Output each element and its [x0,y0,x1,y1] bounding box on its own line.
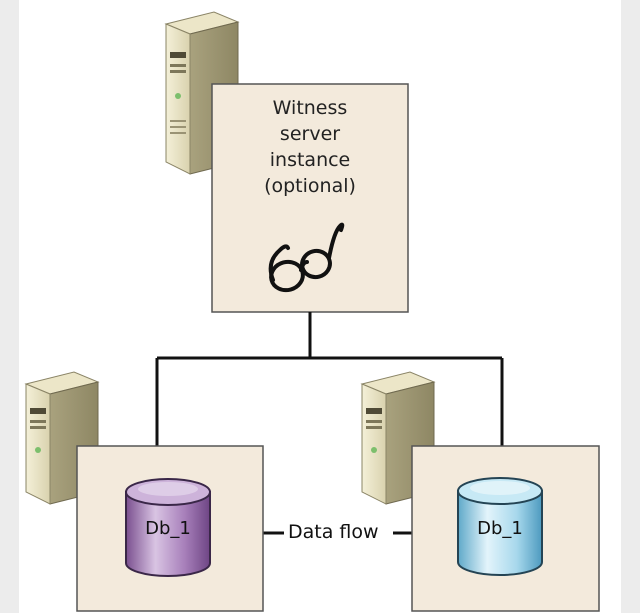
glasses-icon [268,222,345,293]
witness-label-line: server [279,123,341,145]
principal-database-icon [125,478,211,577]
witness-label-line: (optional) [264,175,356,197]
data-flow-label: Data flow [284,520,383,544]
principal-database-label: Db_1 [145,518,191,539]
mirror-database-label: Db_1 [477,518,523,539]
witness-label-line: Witness [272,97,348,119]
mirror-database-icon [457,477,543,576]
witness-label: Witness server instance (optional) [212,95,408,199]
witness-label-line: instance [269,149,351,171]
